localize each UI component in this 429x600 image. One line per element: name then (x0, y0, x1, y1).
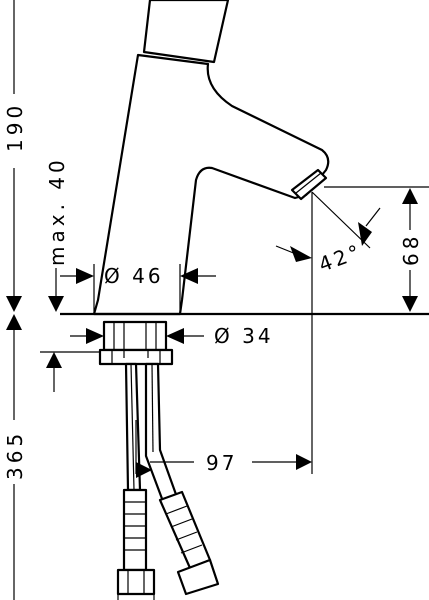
dim-label-365: 365 (3, 430, 27, 480)
dim-label-max40: max. 40 (45, 156, 69, 266)
dim-spout-height: 68 (324, 186, 429, 312)
hose-right-nut (176, 558, 220, 596)
dim-label-d46: Ø 46 (104, 264, 164, 288)
hose-right (144, 362, 180, 506)
dim-label-42deg: 42° (316, 239, 366, 277)
dim-height-total: 190 (3, 0, 27, 312)
dim-thread-diameter: Ø 34 (70, 324, 274, 348)
dim-spout-angle: 42° (275, 191, 381, 474)
dim-hose-length: 365 (3, 314, 100, 600)
faucet-body (92, 0, 330, 316)
dim-base-diameter: Ø 46 (60, 264, 216, 314)
dim-spout-reach: 97 (135, 420, 312, 478)
faucet-lever (142, 0, 230, 64)
faucet-spout-body (92, 53, 330, 316)
hose-left-nut (116, 568, 156, 596)
dim-label-190: 190 (3, 102, 27, 152)
supply-hoses (116, 362, 220, 596)
spout-aerator (290, 168, 328, 201)
dim-label-97: 97 (206, 451, 237, 475)
dim-label-d34: Ø 34 (214, 324, 274, 348)
dim-label-68: 68 (399, 233, 423, 266)
bottom-ticks (117, 594, 155, 600)
mounting-thread (102, 320, 168, 352)
mounting-nut (98, 348, 174, 366)
dim-max-projection: max. 40 (45, 156, 69, 312)
